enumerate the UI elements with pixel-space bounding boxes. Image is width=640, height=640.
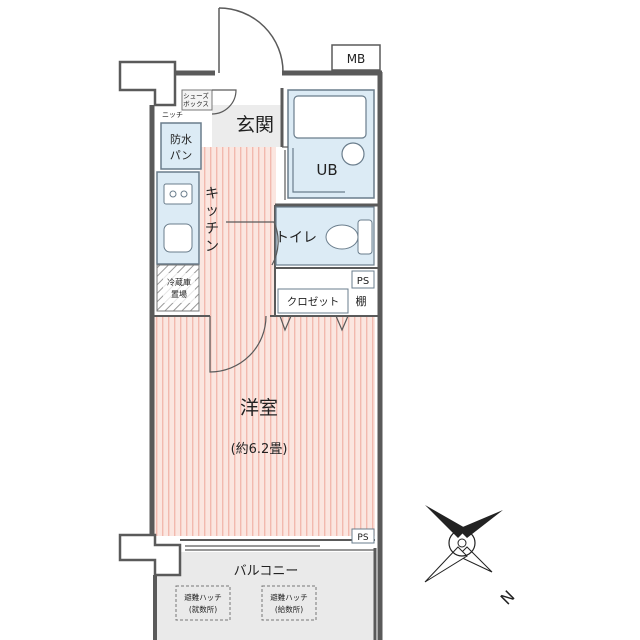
balcony-label: バルコニー (234, 564, 299, 579)
closet-label: クロゼット (287, 296, 340, 308)
svg-text:避難ハッチ: 避難ハッチ (184, 592, 222, 602)
washbasin-icon (341, 142, 365, 166)
walls (118, 60, 383, 640)
svg-text:冷蔵庫: 冷蔵庫 (167, 277, 191, 287)
shoe-box (181, 89, 213, 111)
youshitsu-label: 洋室 (240, 397, 278, 419)
balcony-floor (157, 552, 375, 640)
svg-text:避難ハッチ: 避難ハッチ (270, 592, 308, 602)
ps-bottom: PS (351, 528, 375, 544)
svg-text:PS: PS (357, 533, 368, 543)
sink-icon (163, 223, 193, 253)
unit-bath: UB (287, 89, 375, 199)
ub-label: UB (316, 161, 337, 179)
svg-text:チ: チ (205, 221, 219, 237)
shoe-box-label-2: ボックス (183, 100, 209, 108)
kitchen-counter (156, 171, 200, 265)
youshitsu-floor (154, 316, 375, 536)
toilet-door[interactable] (226, 221, 279, 266)
svg-text:キ: キ (205, 186, 219, 202)
stove-icon (163, 183, 193, 205)
svg-text:PS: PS (357, 276, 369, 287)
niche-label: ニッチ (162, 111, 183, 119)
ps-top: PS (351, 270, 375, 289)
toilet-label: トイレ (275, 230, 317, 246)
mb-label: MB (347, 52, 366, 66)
toilet-room: トイレ (275, 206, 375, 266)
svg-text:ッ: ッ (205, 203, 219, 219)
escape-hatch-1: 避難ハッチ (就数所) (175, 585, 231, 621)
shelf-label: 棚 (356, 294, 367, 308)
escape-hatch-2: 避難ハッチ (給数所) (261, 585, 317, 621)
entrance-door[interactable] (218, 7, 284, 73)
svg-text:(就数所): (就数所) (189, 604, 217, 614)
svg-text:(給数所): (給数所) (275, 604, 303, 614)
mb-box: MB (331, 44, 381, 71)
bousui-pan: 防水 パン (160, 122, 202, 170)
closet: クロゼット 棚 (277, 288, 367, 314)
youshitsu-area: (約6.2畳) (231, 442, 288, 457)
bousui-label-1: 防水 (170, 132, 192, 146)
fridge-space: 冷蔵庫 置場 (156, 264, 200, 312)
room-door[interactable] (209, 315, 267, 373)
kitchen-floor (200, 147, 276, 316)
floors (154, 89, 375, 640)
bousui-label-2: パン (170, 149, 193, 162)
toilet-tank-icon (357, 219, 373, 255)
bathtub-icon (293, 95, 367, 139)
genkan-floor (212, 105, 282, 147)
closet-doors[interactable] (279, 315, 349, 332)
toilet-bowl-icon (325, 224, 359, 250)
genkan-label: 玄関 (236, 114, 274, 136)
svg-text:置場: 置場 (171, 289, 187, 299)
bath-door[interactable] (282, 146, 288, 200)
compass-icon: N (424, 505, 519, 609)
kitchen-label: キ ッ チ ン (205, 186, 219, 255)
genkan-inner-door[interactable] (211, 89, 237, 115)
svg-text:ン: ン (205, 239, 219, 255)
north-label: N (497, 587, 519, 609)
shoe-box-label-1: シューズ (183, 91, 209, 100)
